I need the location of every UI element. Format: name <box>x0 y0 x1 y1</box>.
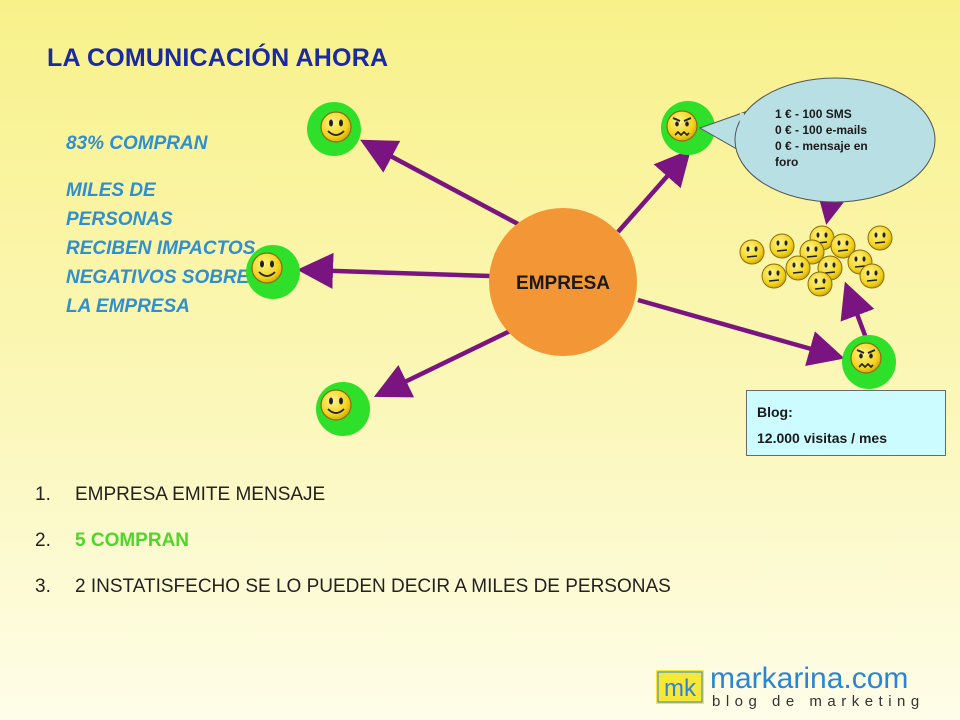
bubble-line-emails: 0 € - 100 e-mails <box>775 123 868 137</box>
step-text: 2 INSTATISFECHO SE LO PUEDEN DECIR A MIL… <box>75 576 671 597</box>
arrow-to-left <box>297 252 491 289</box>
slide-title: LA COMUNICACIÓN AHORA <box>47 44 389 72</box>
logo-badge: mk <box>664 675 697 702</box>
purchase-stat: 83% COMPRAN <box>66 133 208 154</box>
markarina-logo: mk markarina.com blog de marketing <box>656 662 925 710</box>
step-number: 2. <box>35 530 51 551</box>
steps-list: 1. EMPRESA EMITE MENSAJE 2. 5 COMPRAN 3. 2 … <box>35 482 671 620</box>
customer-node-bottom-left <box>316 382 370 436</box>
svg-text:markarina.com: markarina.com <box>710 662 908 695</box>
crowd-of-people <box>739 225 893 297</box>
arrow-to-top-right <box>616 149 691 234</box>
customer-node-top-left <box>307 102 361 156</box>
blog-title: Blog: <box>757 404 793 420</box>
blog-visits: 12.000 visitas / mes <box>757 430 887 446</box>
empresa-hub <box>489 208 637 356</box>
customer-node-left <box>246 245 300 299</box>
impact-text: MILES DE PERSONAS RECIBEN IMPACTOS NEGAT… <box>66 180 256 317</box>
step-number: 3. <box>35 576 51 597</box>
step-item: 3. 2 INSTATISFECHO SE LO PUEDEN DECIR A M… <box>35 574 671 620</box>
customer-node-bottom-right <box>842 335 896 389</box>
step-number: 1. <box>35 484 51 505</box>
bubble-line-forum: 0 € - mensaje en foro <box>775 139 868 169</box>
bubble-text: 1 € - 100 SMS 0 € - 100 e-mails 0 € - me… <box>775 106 893 170</box>
blog-box: Blog: 12.000 visitas / mes <box>746 390 946 456</box>
empresa-hub-label: EMPRESA <box>516 273 610 294</box>
message-cost-bubble <box>698 77 936 203</box>
arrow-to-bottom-right <box>637 297 845 366</box>
logo-tld: .com <box>843 662 908 695</box>
step-text: 5 COMPRAN <box>75 530 190 551</box>
arrow-to-bottom-left <box>373 327 513 398</box>
step-item: 1. EMPRESA EMITE MENSAJE <box>35 482 671 528</box>
arrow-to-crowd-from-blog <box>840 281 875 339</box>
customer-node-top-right <box>661 101 715 155</box>
logo-name: markarina <box>710 662 844 695</box>
step-item: 2. 5 COMPRAN <box>35 528 671 574</box>
logo-tagline: blog de marketing <box>712 693 925 710</box>
step-text: EMPRESA EMITE MENSAJE <box>75 484 326 505</box>
bubble-line-sms: 1 € - 100 SMS <box>775 107 852 121</box>
arrow-to-top-left <box>360 139 520 226</box>
